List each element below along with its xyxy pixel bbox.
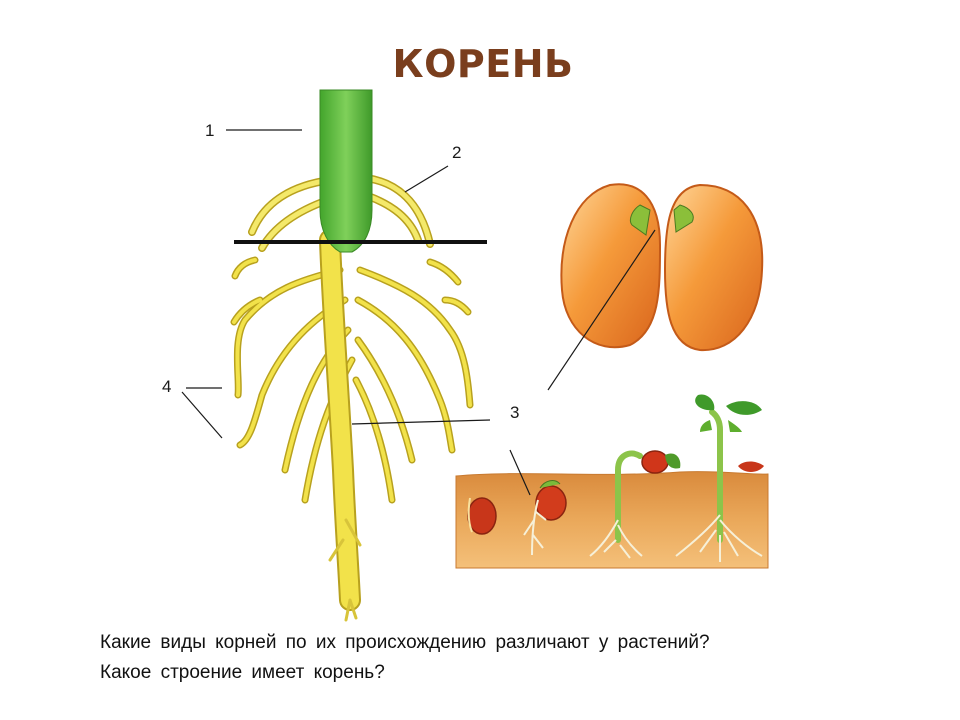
seed-cotyledon-right [663,183,764,352]
seed-stage-3 [641,450,669,474]
main-root-system [230,89,487,622]
lateral-roots [230,256,474,504]
label-3: 3 [510,403,519,422]
label-1: 1 [205,121,214,140]
germination-strip [455,394,769,569]
seedling-leaf-right [726,401,762,415]
bean-seed [560,183,764,352]
seed-stage-1 [467,497,497,535]
seed-stage-2 [535,485,567,521]
seed-embryo [629,204,694,236]
label-4: 4 [162,377,171,396]
slide-title: КОРЕНЬ [392,42,574,86]
leader-lines [181,129,656,496]
question-root-structure: Какое строение имеет корень? [100,662,385,683]
question-root-types: Какие виды корней по их происхождению ра… [100,632,710,653]
main-root [319,229,362,622]
label-2: 2 [452,143,461,162]
seedling-leaf-left [695,394,715,411]
stem [319,89,373,253]
